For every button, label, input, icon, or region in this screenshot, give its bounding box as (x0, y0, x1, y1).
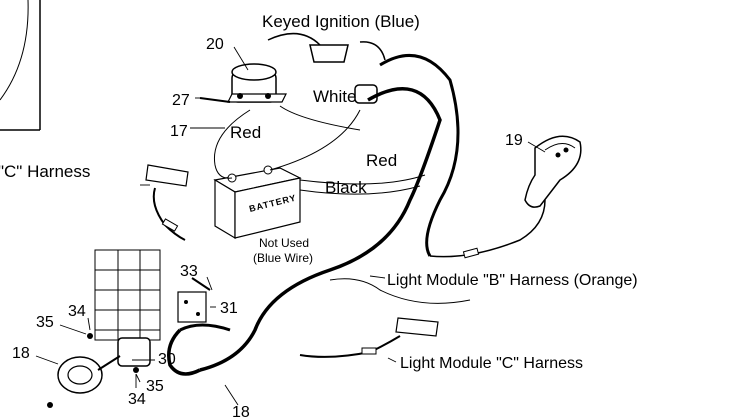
callout-34-top: 34 (68, 303, 86, 320)
callout-35-bottom: 35 (146, 378, 164, 395)
b-module-connector (462, 247, 480, 259)
callout-18-bottom: 18 (232, 404, 250, 420)
callout-20: 20 (206, 36, 224, 53)
plug-assembly (47, 333, 151, 408)
leader-lines (35, 46, 546, 406)
red-wire-label-right: Red (366, 151, 397, 170)
thin-wires (213, 105, 471, 304)
not-used-label: Not Used (259, 236, 309, 250)
white-connector (354, 84, 378, 104)
callout-33: 33 (180, 263, 198, 280)
callout-35-top: 35 (36, 314, 54, 331)
ignition-connector (267, 32, 386, 63)
callout-30: 30 (158, 351, 176, 368)
callout-18-left: 18 (12, 345, 30, 362)
white-wire-label: White (313, 87, 356, 106)
main-harness (167, 53, 546, 376)
c-harness-left (145, 164, 189, 241)
black-wire-label: Black (325, 178, 367, 197)
callout-17: 17 (170, 123, 188, 140)
solenoid (199, 63, 287, 103)
red-wire-label-top: Red (230, 123, 261, 142)
inset-panel (0, 0, 41, 131)
callout-34-bottom: 34 (128, 391, 146, 408)
callout-19: 19 (505, 132, 523, 149)
callout-31: 31 (220, 300, 238, 317)
bracket (177, 277, 211, 323)
c-harness-left-label: "C" Harness (0, 162, 90, 181)
grille (94, 249, 161, 341)
c-module-connector (299, 317, 439, 358)
light-module-b-label: Light Module "B" Harness (Orange) (387, 272, 638, 289)
callout-27: 27 (172, 92, 190, 109)
battery: BATTERY (213, 165, 302, 240)
keyed-ignition-label: Keyed Ignition (Blue) (262, 12, 420, 31)
blue-wire-label: (Blue Wire) (253, 251, 313, 265)
light-module-c-label: Light Module "C" Harness (400, 355, 583, 372)
controller (524, 135, 582, 208)
